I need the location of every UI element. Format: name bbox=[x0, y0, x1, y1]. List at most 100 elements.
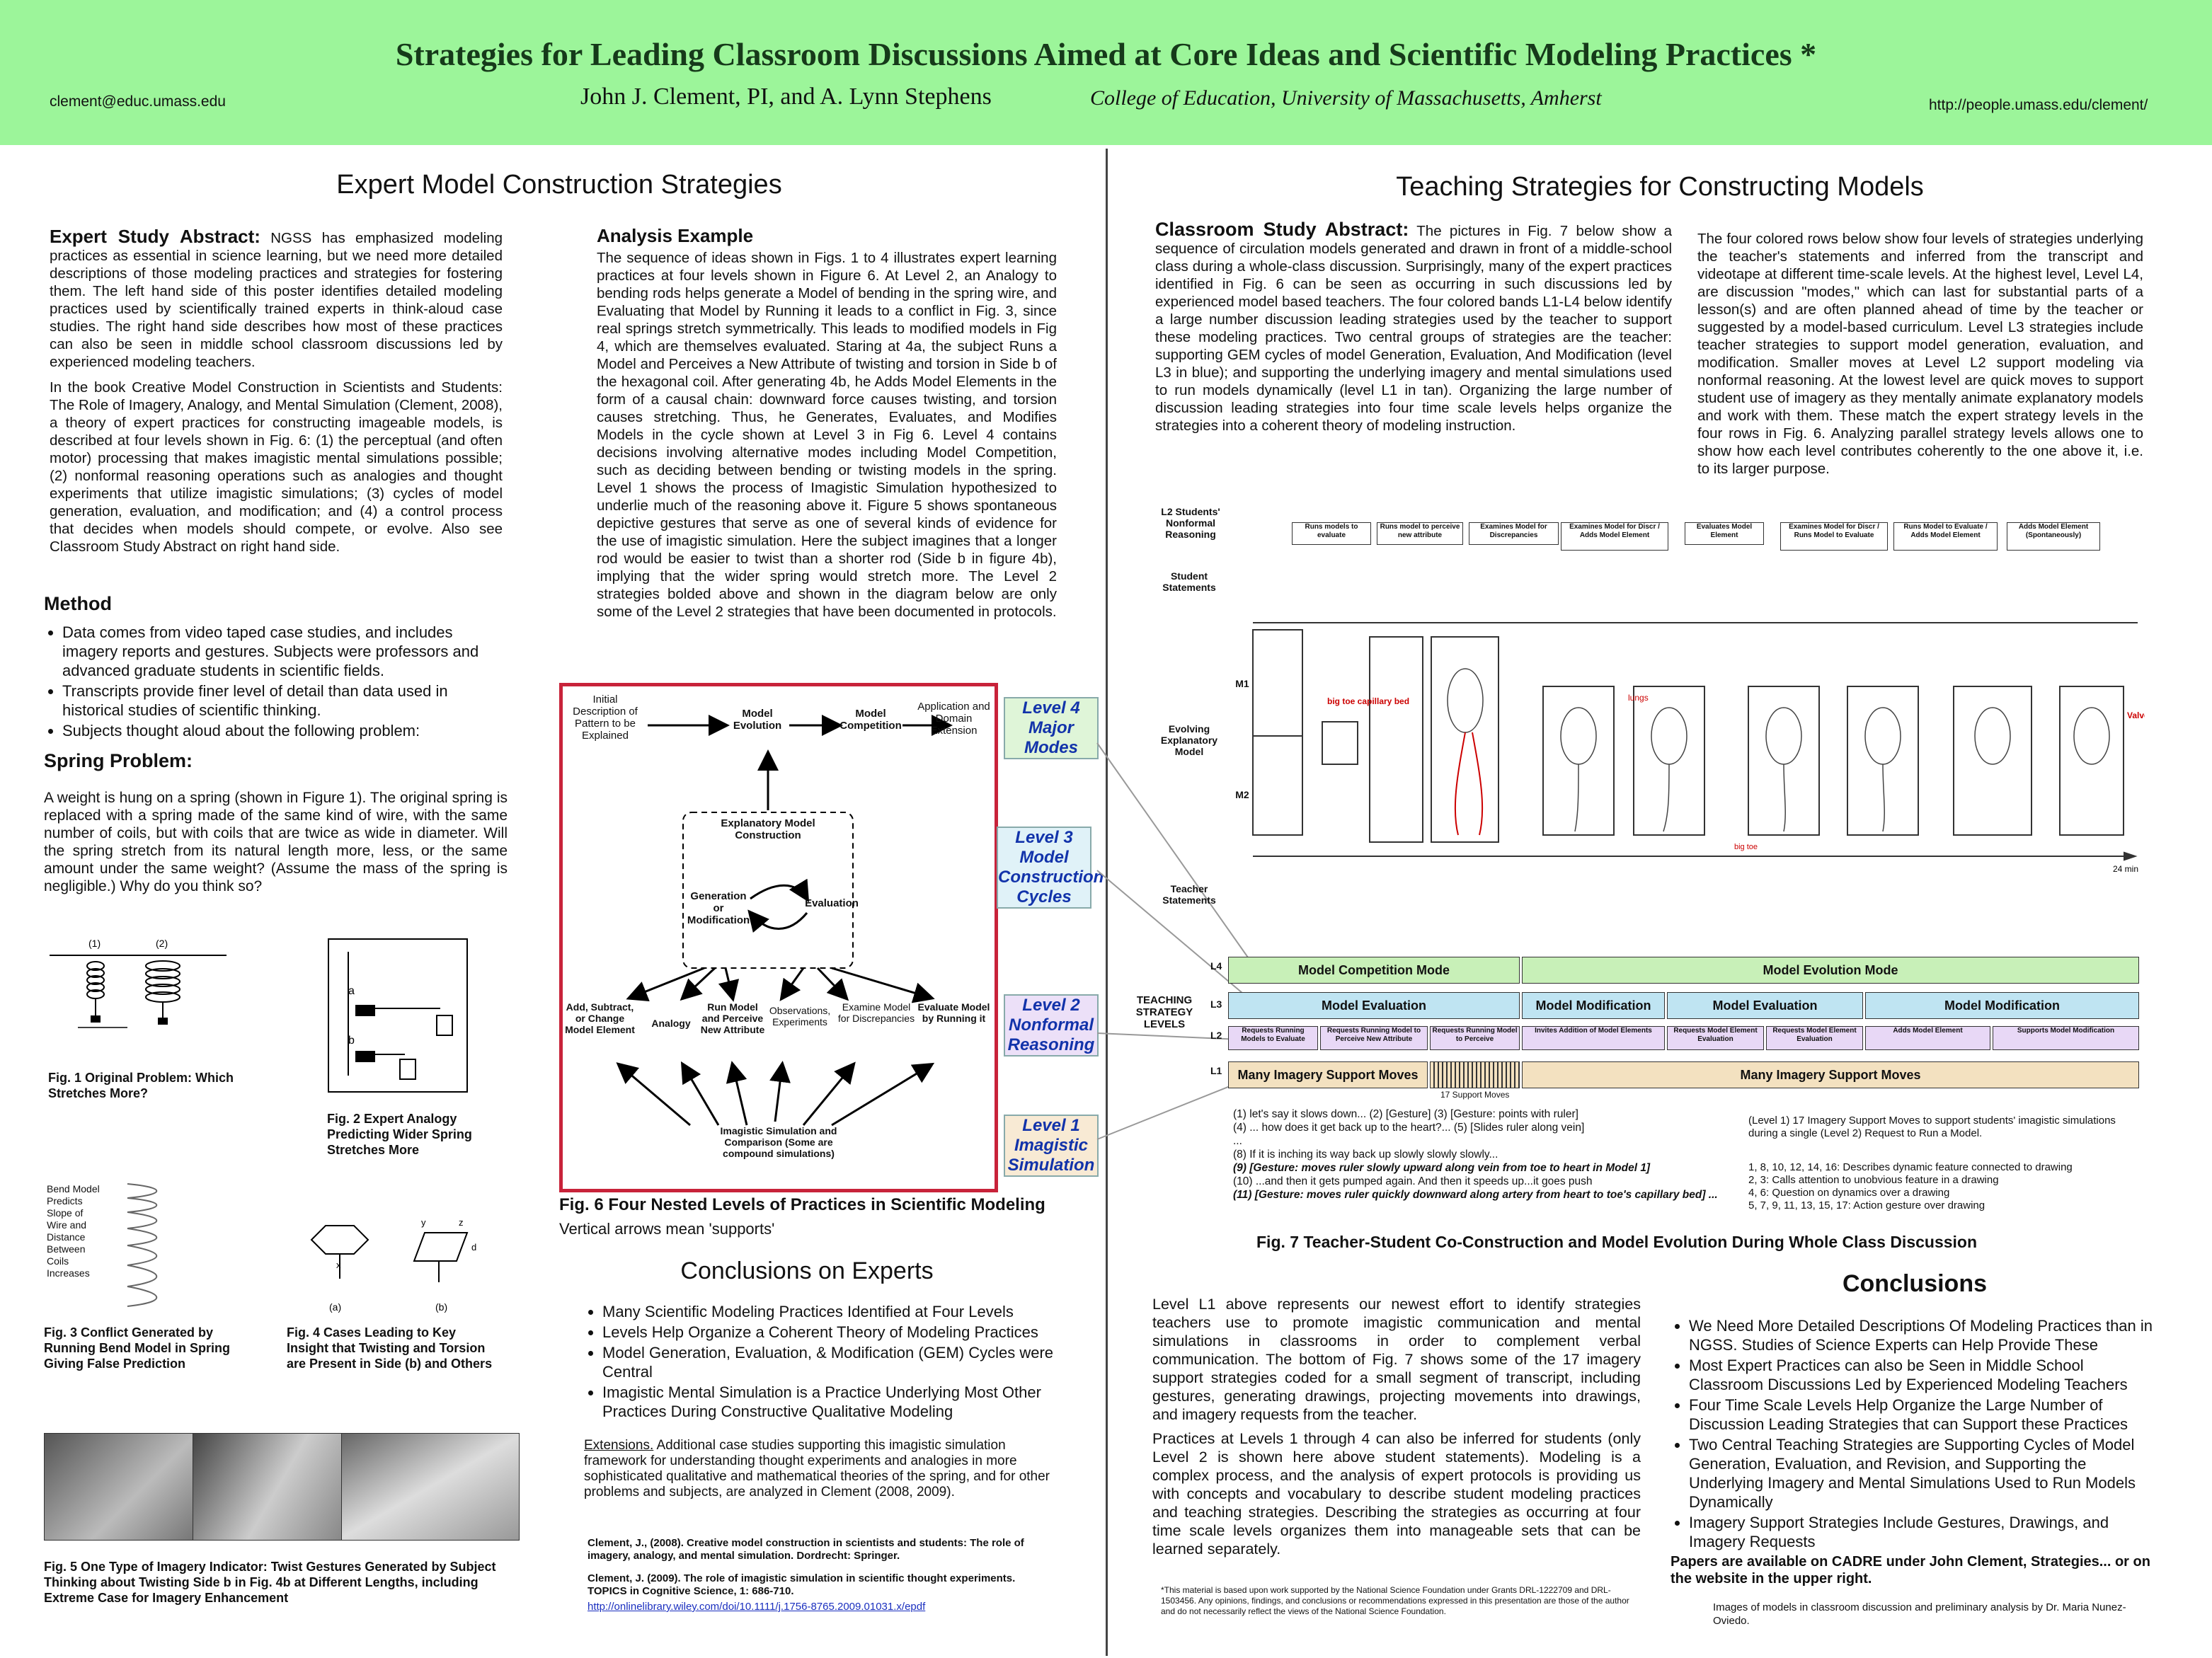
fig6-caption: Fig. 6 Four Nested Levels of Practices i… bbox=[559, 1195, 1045, 1214]
row-label-m2: M2 bbox=[1235, 789, 1249, 800]
reference-1: Clement, J., (2008). Creative model cons… bbox=[588, 1537, 1024, 1562]
legend-item: 4, 6: Question on dynamics over a drawin… bbox=[1748, 1187, 1950, 1199]
method-item: Subjects thought aloud about the followi… bbox=[62, 721, 504, 740]
transcript: (1) let's say it slows down... (2) [Gest… bbox=[1233, 1107, 1729, 1202]
legend-item: 5, 7, 9, 11, 13, 15, 17: Action gesture … bbox=[1748, 1199, 1985, 1211]
transcript-line: (11) [Gesture: moves ruler quickly downw… bbox=[1233, 1189, 1718, 1201]
node-simulation: Imagistic Simulation and Comparison (Som… bbox=[720, 1125, 837, 1159]
analysis-text: The sequence of ideas shown in Figs. 1 t… bbox=[597, 250, 1057, 620]
analysis-heading: Analysis Example bbox=[597, 225, 754, 246]
legend-item: 2, 3: Calls attention to unobvious featu… bbox=[1748, 1174, 1999, 1186]
node-add: Add, Subtract, or Change Model Element bbox=[565, 1001, 635, 1035]
fig4-label: x bbox=[336, 1260, 341, 1270]
annotation-toe: big toe capillary bed bbox=[1327, 696, 1409, 706]
row-label-teaching-levels: TEACHING STRATEGY LEVELS bbox=[1135, 994, 1193, 1030]
node-application: Application and Domain Extension bbox=[917, 701, 990, 737]
conclusions-heading: Conclusions bbox=[1842, 1270, 1988, 1297]
transcript-line: (4) ... how does it get back up to the h… bbox=[1233, 1122, 1585, 1134]
l2-cell: Adds Model Element bbox=[1865, 1026, 1990, 1050]
extensions-text: Additional case studies supporting this … bbox=[584, 1438, 1050, 1499]
student-reasoning-box: Evaluates Model Element bbox=[1685, 522, 1764, 545]
abstract-label: Expert Study Abstract: bbox=[50, 226, 260, 247]
l2-cell: Supports Model Modification bbox=[1993, 1026, 2139, 1050]
fig6-subcaption: Vertical arrows mean 'supports' bbox=[559, 1220, 775, 1238]
level-2-box: Level 2 Nonformal Reasoning bbox=[1004, 994, 1099, 1057]
node-evaluate: Evaluate Model by Running it bbox=[917, 1001, 990, 1024]
fig2-label: a bbox=[348, 985, 355, 997]
level-tag: L1 bbox=[1210, 1065, 1222, 1076]
node-analogy: Analogy bbox=[651, 1018, 691, 1029]
conclusion-item: Two Central Teaching Strategies are Supp… bbox=[1689, 1435, 2159, 1512]
row-label-evolving-model: Evolving Explanatory Model bbox=[1160, 723, 1218, 757]
book-paragraph: In the book Creative Model Construction … bbox=[50, 379, 503, 555]
level-tag: L2 bbox=[1210, 1030, 1222, 1041]
conclusions-experts-heading: Conclusions on Experts bbox=[680, 1257, 934, 1284]
method-list: Data comes from video taped case studies… bbox=[44, 623, 504, 742]
poster-title: Strategies for Leading Classroom Discuss… bbox=[395, 36, 1817, 72]
student-reasoning-box: Adds Model Element (Spontaneously) bbox=[2007, 522, 2100, 551]
fig4-label: (a) bbox=[329, 1301, 341, 1313]
l2-cell: Requests Running Model to Perceive New A… bbox=[1320, 1026, 1428, 1050]
student-reasoning-box: Runs model to perceive new attribute bbox=[1377, 522, 1463, 545]
practices-paragraph: Practices at Levels 1 through 4 can also… bbox=[1152, 1430, 1641, 1558]
legend-item: 1, 8, 10, 12, 14, 16: Describes dynamic … bbox=[1748, 1161, 2073, 1173]
transcript-line: ... bbox=[1233, 1135, 1242, 1147]
extensions-paragraph: Extensions. Additional case studies supp… bbox=[584, 1438, 1051, 1500]
l3-band: Model Modification bbox=[1522, 992, 1665, 1019]
row-label-teacher-statements: Teacher Statements bbox=[1162, 883, 1216, 906]
node-competition: Model Competition bbox=[839, 708, 902, 732]
node-evolution: Model Evolution bbox=[733, 708, 782, 732]
fig7-model-sketches: big toe capillary bed lungs Valves in he… bbox=[1252, 622, 2145, 874]
fig2-caption: Fig. 2 Expert Analogy Predicting Wider S… bbox=[327, 1112, 472, 1157]
website-link[interactable]: http://people.umass.edu/clement/ bbox=[1929, 97, 2148, 113]
imagery-legend: (Level 1) 17 Imagery Support Moves to su… bbox=[1748, 1115, 2145, 1212]
papers-note: Papers are available on CADRE under John… bbox=[1671, 1554, 2150, 1587]
conclusion-item: Many Scientific Modeling Practices Ident… bbox=[602, 1302, 1072, 1321]
transcript-line: (9) [Gesture: moves ruler slowly upward … bbox=[1233, 1162, 1651, 1174]
support-moves-label: 17 Support Moves bbox=[1440, 1090, 1510, 1100]
fig1-caption: Fig. 1 Original Problem: Which Stretches… bbox=[48, 1071, 234, 1100]
classroom-abstract-label: Classroom Study Abstract: bbox=[1155, 219, 1409, 240]
l2-cell: Requests Running Model to Perceive bbox=[1430, 1026, 1520, 1050]
transcript-line: (8) If it is inching its way back up slo… bbox=[1233, 1148, 1498, 1161]
l3-band: Model Evaluation bbox=[1228, 992, 1520, 1019]
fig1-springs: (1) (2) bbox=[50, 938, 227, 1028]
fig4-label: d bbox=[471, 1242, 476, 1253]
transcript-line: (1) let's say it slows down... (2) [Gest… bbox=[1233, 1108, 1578, 1120]
fig1-label: (1) bbox=[88, 938, 101, 949]
reference-2-link[interactable]: http://onlinelibrary.wiley.com/doi/10.11… bbox=[588, 1601, 926, 1613]
fig5-photo-3 bbox=[341, 1433, 520, 1541]
node-generation: Generation or Modification bbox=[687, 890, 750, 926]
method-heading: Method bbox=[44, 593, 112, 614]
extensions-label: Extensions. bbox=[584, 1438, 654, 1453]
row-label-student-statements: Student Statements bbox=[1162, 570, 1216, 593]
annotation-lungs: lungs bbox=[1628, 693, 1649, 703]
fig2-analogy: a b bbox=[328, 938, 468, 1093]
funding-footnote: *This material is based upon work suppor… bbox=[1161, 1585, 1629, 1616]
student-reasoning-box: Examines Model for Discr / Adds Model El… bbox=[1561, 522, 1668, 551]
node-evaluation: Evaluation bbox=[805, 897, 859, 909]
node-run: Run Model and Perceive New Attribute bbox=[700, 1001, 765, 1035]
fig4-label: z bbox=[459, 1217, 464, 1228]
l2-cell: Invites Addition of Model Elements bbox=[1522, 1026, 1665, 1050]
l3-band: Model Modification bbox=[1865, 992, 2139, 1019]
node-construction: Explanatory Model Construction bbox=[721, 817, 815, 841]
level-3-box: Level 3 Model Construction Cycles bbox=[997, 827, 1104, 909]
fig5-caption: Fig. 5 One Type of Imagery Indicator: Tw… bbox=[44, 1560, 496, 1605]
classroom-abstract-text: The pictures in Fig. 7 below show a sequ… bbox=[1155, 223, 1672, 434]
level-tag: L3 bbox=[1210, 998, 1222, 1010]
method-item: Data comes from video taped case studies… bbox=[62, 623, 504, 680]
email-link[interactable]: clement@educ.umass.edu bbox=[50, 93, 226, 110]
fig3-note: Bend Model Predicts Slope of Wire and Di… bbox=[47, 1183, 100, 1279]
l2-cell: Requests Model Element Evaluation bbox=[1667, 1026, 1764, 1050]
fig6-diagram: Initial Description of Pattern to be Exp… bbox=[559, 683, 998, 1192]
left-heading: Expert Model Construction Strategies bbox=[336, 170, 782, 200]
fig4-hexagons: x y z d (a) (b) bbox=[310, 1217, 476, 1313]
node-observations: Observations, Experiments bbox=[769, 1005, 831, 1027]
l2-cell: Requests Running Models to Evaluate bbox=[1228, 1026, 1318, 1050]
fig4-caption: Fig. 4 Cases Leading to Key Insight that… bbox=[287, 1325, 493, 1371]
conclusion-item: Levels Help Organize a Coherent Theory o… bbox=[602, 1323, 1072, 1342]
l4-band: Model Evolution Mode bbox=[1522, 957, 2139, 984]
authors: John J. Clement, PI, and A. Lynn Stephen… bbox=[580, 84, 992, 110]
column-divider bbox=[1106, 149, 1108, 1656]
